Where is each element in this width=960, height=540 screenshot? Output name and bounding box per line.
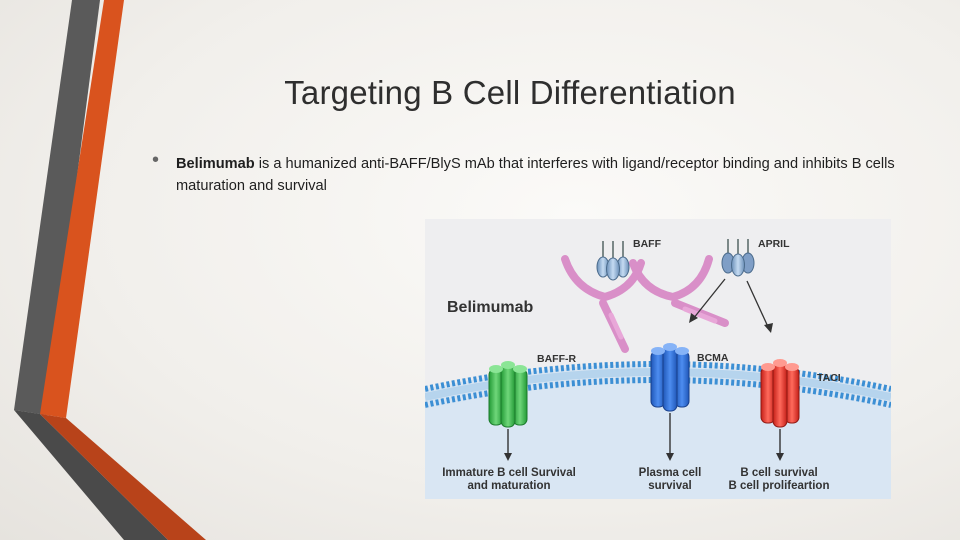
belimumab-antibody xyxy=(565,259,725,349)
baffr-label: BAFF-R xyxy=(537,353,576,365)
outcome-bcma-line1: Plasma cell xyxy=(639,467,702,479)
bullet-text: Belimumab is a humanized anti-BAFF/BlyS … xyxy=(176,153,896,197)
april-label: APRIL xyxy=(758,238,790,250)
slide-title: Targeting B Cell Differentiation xyxy=(120,74,900,112)
gray-stripe-bottom xyxy=(14,410,168,540)
taci-receptor xyxy=(761,359,799,427)
taci-label: TACI xyxy=(817,372,841,384)
outcome-bcma-line2: survival xyxy=(648,480,691,492)
outcome-baffr-line2: and maturation xyxy=(467,480,550,492)
bullet-dot: • xyxy=(152,149,159,172)
antibody-highlight xyxy=(611,309,715,337)
bcma-label: BCMA xyxy=(697,352,729,364)
belimumab-label: Belimumab xyxy=(447,299,533,316)
arrowhead-april-taci xyxy=(764,323,773,333)
bullet-body: is a humanized anti-BAFF/BlyS mAb that i… xyxy=(176,156,895,194)
baff-trimer xyxy=(597,241,629,280)
outcome-baffr-line1: Immature B cell Survival xyxy=(442,467,576,479)
april-trimer xyxy=(722,239,754,276)
mechanism-diagram: BAFF APRIL Belimumab xyxy=(425,219,891,499)
bcma-receptor xyxy=(651,343,689,411)
outcome-taci-line1: B cell survival xyxy=(740,467,817,479)
ligand-arrows xyxy=(693,279,769,329)
outcome-taci-line2: B cell prolifeartion xyxy=(729,480,830,492)
baff-label: BAFF xyxy=(633,238,662,250)
baffr-receptor xyxy=(489,361,527,427)
belimumab-mechanism-figure: BAFF APRIL Belimumab xyxy=(425,219,891,499)
bullet-bold-term: Belimumab xyxy=(176,156,255,172)
